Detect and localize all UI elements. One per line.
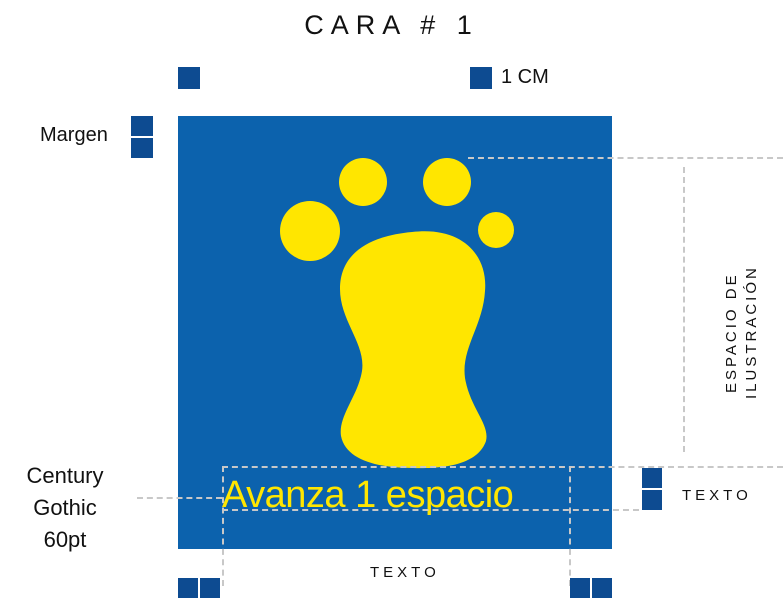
font-spec-line2: Gothic <box>33 495 97 520</box>
text-height-square <box>642 468 662 488</box>
text-width-square <box>592 578 612 598</box>
illustration-guide-top <box>468 157 783 159</box>
text-box-right <box>569 466 571 586</box>
illustration-label-line1: ESPACIO DE <box>723 272 740 393</box>
text-label-bottom: TEXTO <box>370 564 440 581</box>
text-box-top <box>222 466 783 468</box>
text-box-bottom <box>222 509 639 511</box>
font-spec-label: Century Gothic 60pt <box>10 460 120 556</box>
font-spec-line1: Century <box>26 463 104 488</box>
illustration-space-label: ESPACIO DE ILUSTRACIÓN <box>722 250 782 415</box>
margin-square <box>131 116 153 136</box>
unit-label: 1 CM <box>501 66 549 88</box>
illustration-guide-vertical <box>683 167 685 452</box>
footprint-icon <box>280 158 514 469</box>
margin-square <box>131 138 153 158</box>
text-label-right: TEXTO <box>682 487 752 504</box>
text-width-square <box>570 578 590 598</box>
unit-square <box>178 67 200 89</box>
text-width-square <box>200 578 220 598</box>
illustration-label-line2: ILUSTRACIÓN <box>743 265 760 400</box>
margin-label: Margen <box>40 124 108 146</box>
text-width-square <box>178 578 198 598</box>
font-spec-guide <box>137 497 222 499</box>
page-title: CARA # 1 <box>304 10 479 40</box>
text-box-left <box>222 466 224 586</box>
unit-square <box>470 67 492 89</box>
font-spec-line3: 60pt <box>43 527 87 552</box>
text-height-square <box>642 490 662 510</box>
